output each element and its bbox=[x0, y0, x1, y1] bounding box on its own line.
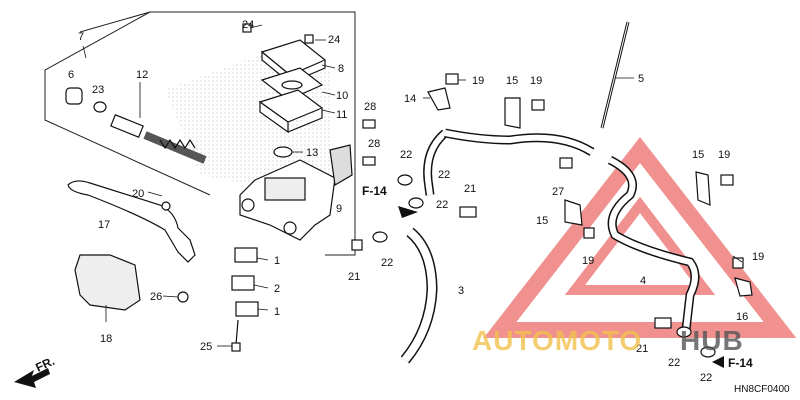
callout-25: 25 bbox=[200, 341, 212, 353]
callout-13: 13 bbox=[306, 147, 318, 159]
reference-arrows: F-14 F-14 FR. bbox=[14, 184, 753, 388]
upper-brake-hose bbox=[423, 128, 700, 331]
diagram-code: HN8CF0400 bbox=[734, 384, 790, 395]
callout-18: 18 bbox=[100, 333, 112, 345]
callout-19d: 19 bbox=[718, 149, 730, 161]
clamps bbox=[427, 87, 753, 297]
front-label: FR. bbox=[33, 354, 56, 375]
callout-3: 3 bbox=[458, 285, 464, 297]
brake-lever bbox=[67, 180, 196, 263]
callout-27: 27 bbox=[552, 186, 564, 198]
callout-4: 4 bbox=[640, 275, 646, 287]
callout-19a: 19 bbox=[472, 75, 484, 87]
leader-lines bbox=[82, 24, 743, 347]
callout-22f: 22 bbox=[700, 372, 712, 384]
callout-12: 12 bbox=[136, 69, 148, 81]
callout-8: 8 bbox=[338, 63, 344, 75]
callout-22d: 22 bbox=[381, 257, 393, 269]
callout-7: 7 bbox=[78, 31, 84, 43]
callout-26: 26 bbox=[150, 291, 162, 303]
front-arrow-icon bbox=[14, 368, 50, 388]
callout-11: 11 bbox=[336, 109, 347, 121]
callout-22c: 22 bbox=[436, 199, 448, 211]
callout-28a: 28 bbox=[364, 101, 376, 113]
callout-15a: 15 bbox=[506, 75, 518, 87]
callout-22e: 22 bbox=[668, 357, 680, 369]
callout-9: 9 bbox=[336, 203, 342, 215]
callout-19e: 19 bbox=[752, 251, 764, 263]
callout-28b: 28 bbox=[368, 138, 380, 150]
callout-21b: 21 bbox=[348, 271, 360, 283]
watermark-text: AUTOMOTO HUB bbox=[472, 325, 744, 356]
callouts: 7 6 12 23 24 24 8 10 11 13 9 20 17 1 2 1… bbox=[68, 19, 764, 384]
callout-23: 23 bbox=[92, 84, 104, 96]
ref-f14-left: F-14 bbox=[362, 184, 387, 198]
small-parts-left bbox=[65, 87, 293, 158]
callout-5: 5 bbox=[638, 73, 644, 85]
master-cylinder-body bbox=[239, 144, 353, 241]
callout-17: 17 bbox=[98, 219, 110, 231]
watermark-part2: HUB bbox=[680, 325, 744, 356]
callout-22a: 22 bbox=[400, 149, 412, 161]
cover-rubber bbox=[74, 254, 189, 311]
brake-line bbox=[600, 21, 630, 129]
switches bbox=[231, 247, 259, 352]
watermark-triangle bbox=[483, 136, 797, 338]
reservoir-cap-stack bbox=[258, 39, 327, 134]
callout-19c: 19 bbox=[582, 255, 594, 267]
callout-20: 20 bbox=[132, 188, 144, 200]
callout-24a: 24 bbox=[242, 19, 254, 31]
ref-f14-right: F-14 bbox=[728, 356, 753, 370]
callout-10: 10 bbox=[336, 90, 348, 102]
watermark-part1: AUTOMOTO bbox=[472, 325, 642, 356]
callout-15b: 15 bbox=[536, 215, 548, 227]
bolts-washers bbox=[242, 23, 744, 358]
piston-spring bbox=[110, 114, 207, 164]
callout-6: 6 bbox=[68, 69, 74, 81]
callout-1a: 1 bbox=[274, 255, 280, 267]
callout-1b: 1 bbox=[274, 306, 280, 318]
callout-21c: 21 bbox=[636, 343, 648, 355]
assembly-frame bbox=[44, 11, 356, 256]
lower-brake-hose bbox=[400, 227, 438, 364]
callout-16: 16 bbox=[736, 311, 748, 323]
callout-14: 14 bbox=[404, 93, 416, 105]
callout-15c: 15 bbox=[692, 149, 704, 161]
callout-2: 2 bbox=[274, 283, 280, 295]
callout-24b: 24 bbox=[328, 34, 340, 46]
callout-21a: 21 bbox=[464, 183, 476, 195]
callout-22b: 22 bbox=[438, 169, 450, 181]
callout-19b: 19 bbox=[530, 75, 542, 87]
